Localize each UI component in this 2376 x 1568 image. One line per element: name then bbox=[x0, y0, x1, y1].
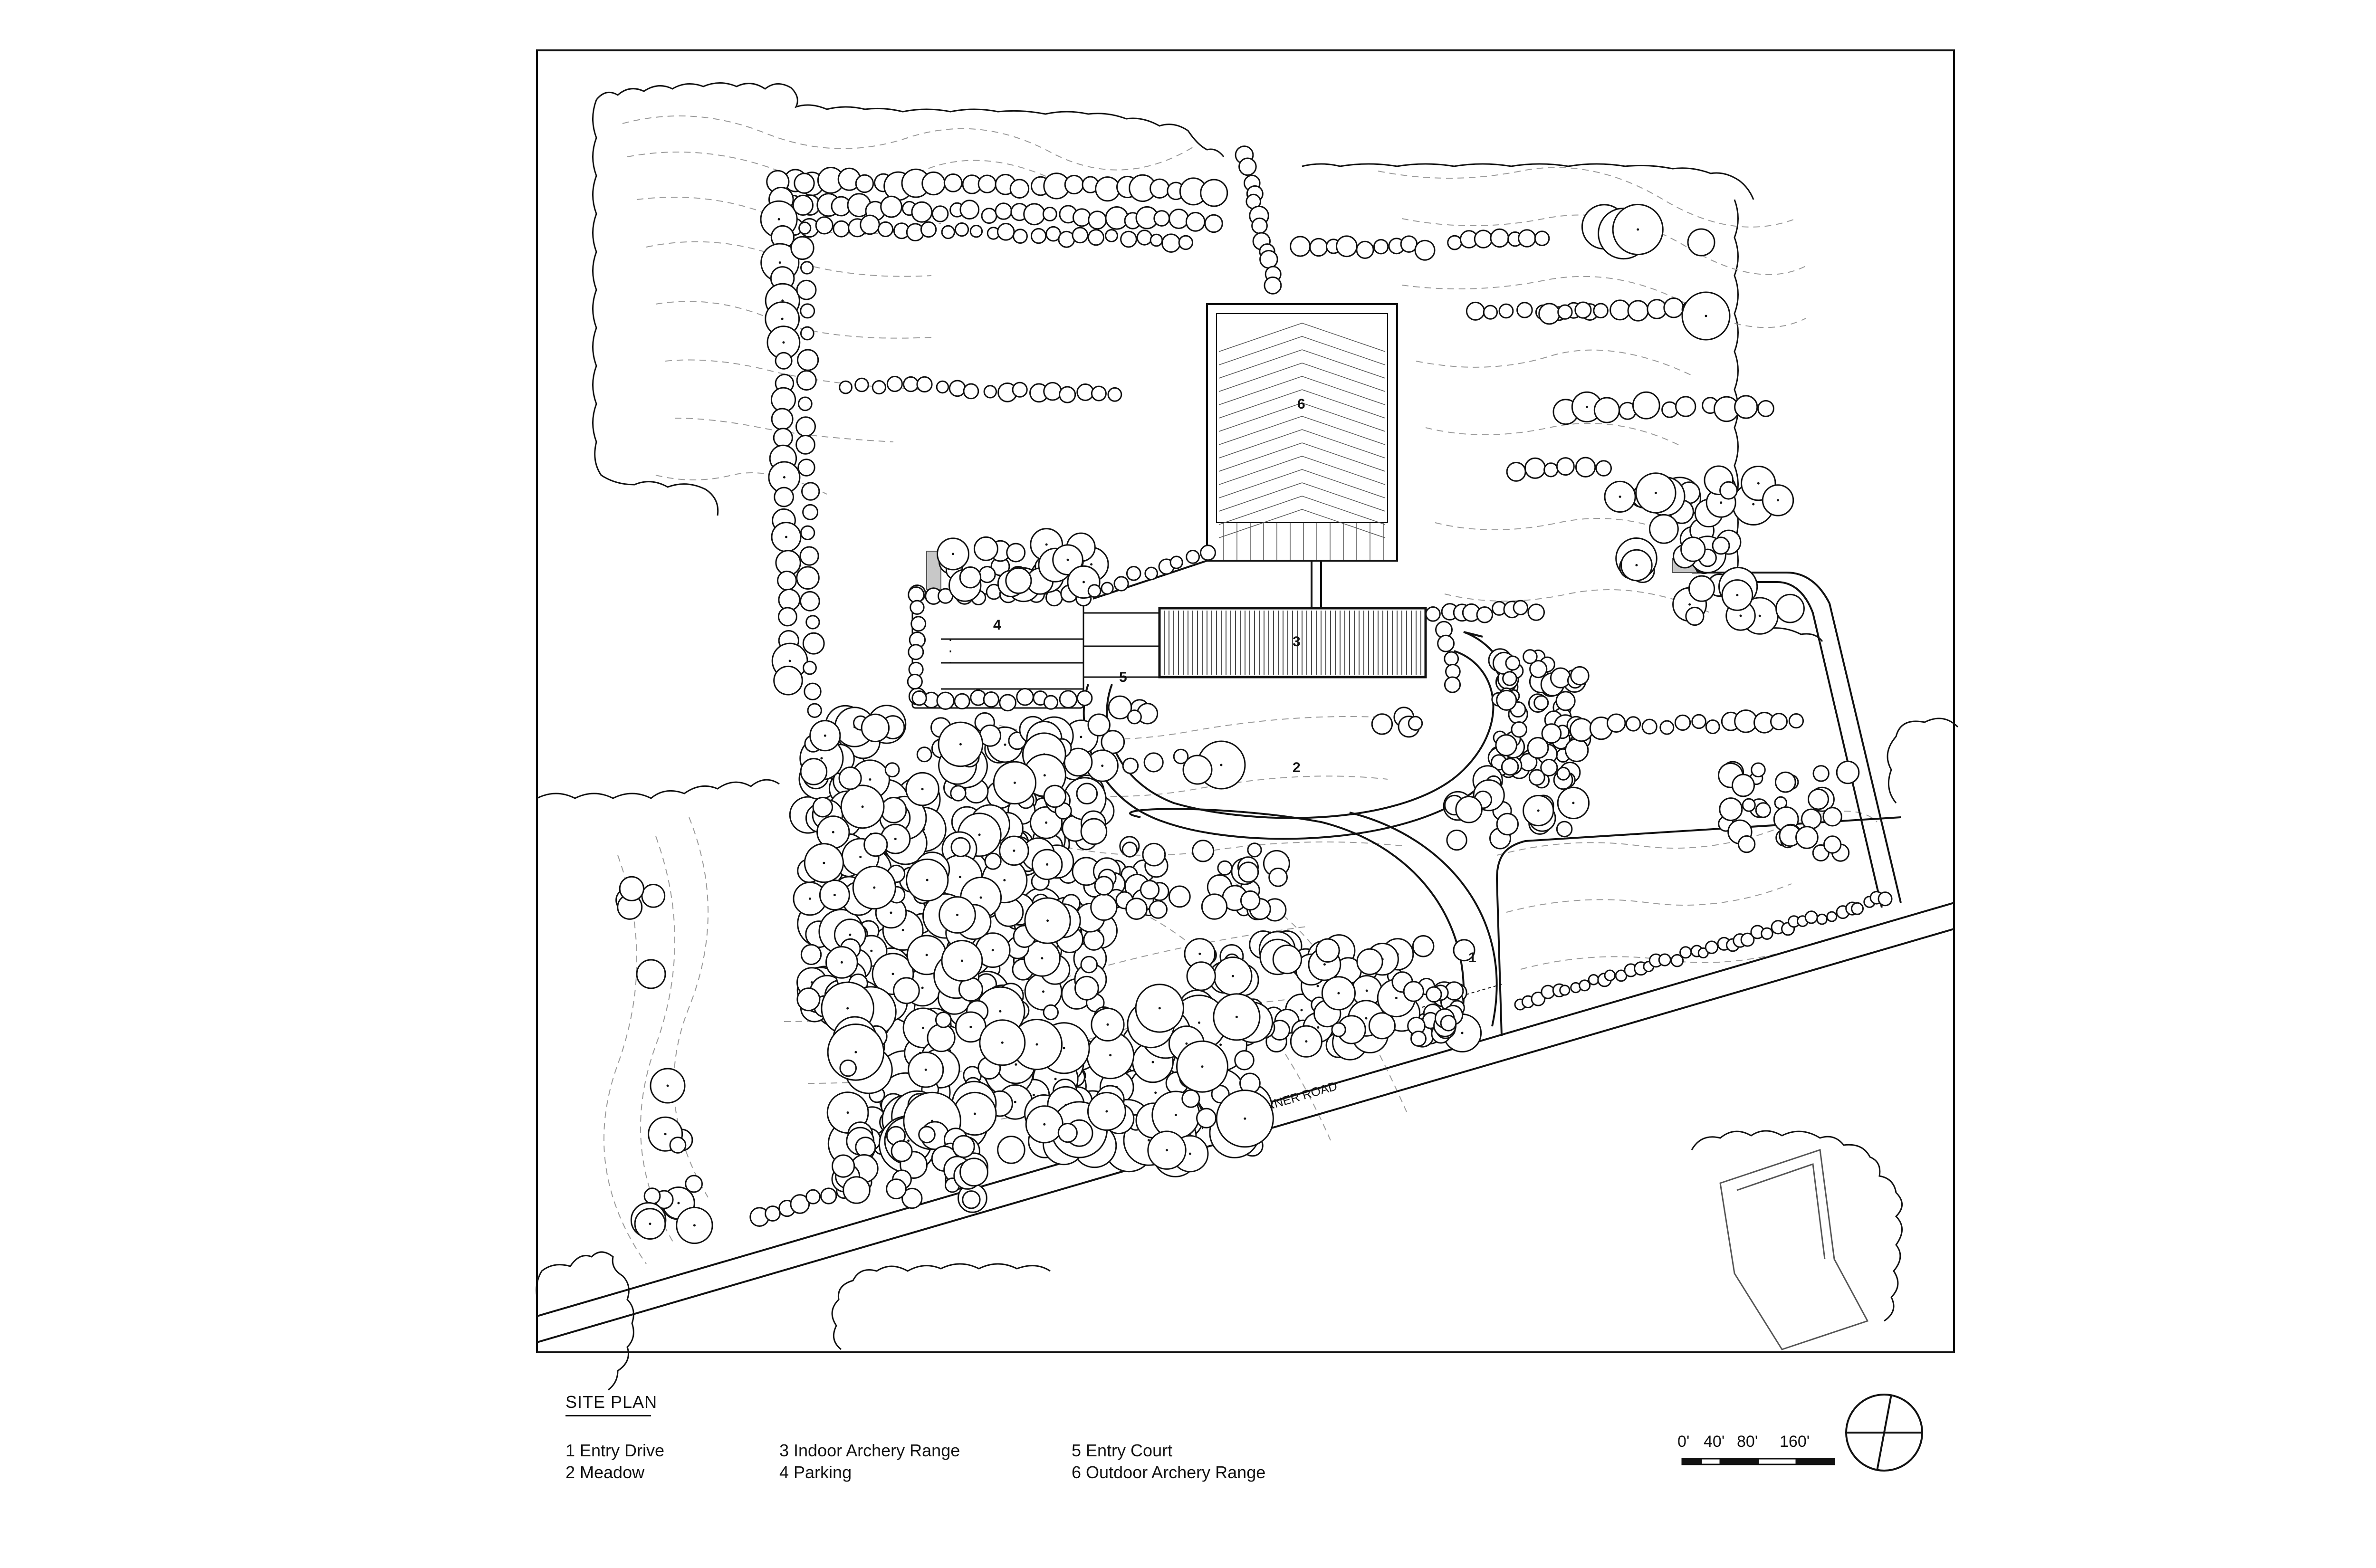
trees bbox=[615, 145, 1893, 1244]
legend-item-entry-court: 5 Entry Court bbox=[1072, 1441, 1173, 1460]
label-outdoor-range: 6 bbox=[1297, 396, 1305, 412]
neighbour-house bbox=[1719, 1149, 1869, 1350]
legend-column-1: 1 Entry Drive 2 Meadow bbox=[565, 1440, 664, 1483]
label-entry-court: 5 bbox=[1119, 669, 1127, 685]
label-parking: 4 bbox=[993, 617, 1001, 633]
title-underline bbox=[565, 1415, 651, 1416]
site-plan-title: SITE PLAN bbox=[565, 1392, 658, 1412]
legend-item-entry-drive: 1 Entry Drive bbox=[565, 1441, 665, 1460]
indoor-archery-range-building bbox=[1158, 607, 1427, 679]
legend-column-2: 3 Indoor Archery Range 4 Parking bbox=[779, 1440, 960, 1483]
label-meadow: 2 bbox=[1293, 760, 1301, 775]
legend-item-indoor-range: 3 Indoor Archery Range bbox=[779, 1441, 960, 1460]
label-indoor-range: 3 bbox=[1293, 634, 1301, 650]
label-entry-drive: 1 bbox=[1468, 950, 1476, 966]
scale-label-80: 80' bbox=[1737, 1433, 1758, 1451]
scale-label-40: 40' bbox=[1704, 1433, 1725, 1451]
parking-lot bbox=[911, 593, 1084, 709]
north-arrow-icon bbox=[1845, 1394, 1923, 1472]
legend-column-3: 5 Entry Court 6 Outdoor Archery Range bbox=[1072, 1440, 1265, 1483]
scale-label-0: 0' bbox=[1677, 1433, 1690, 1451]
scale-label-160: 160' bbox=[1780, 1433, 1810, 1451]
legend-item-outdoor-range: 6 Outdoor Archery Range bbox=[1072, 1463, 1266, 1482]
scale-bar bbox=[1681, 1458, 1835, 1465]
legend-item-parking: 4 Parking bbox=[779, 1463, 852, 1482]
outdoor-archery-range bbox=[1092, 303, 1398, 608]
legend-item-meadow: 2 Meadow bbox=[565, 1463, 645, 1482]
drawing-border bbox=[536, 49, 1955, 1353]
entry-court bbox=[1083, 612, 1160, 678]
woodland-edges bbox=[536, 82, 1959, 1391]
